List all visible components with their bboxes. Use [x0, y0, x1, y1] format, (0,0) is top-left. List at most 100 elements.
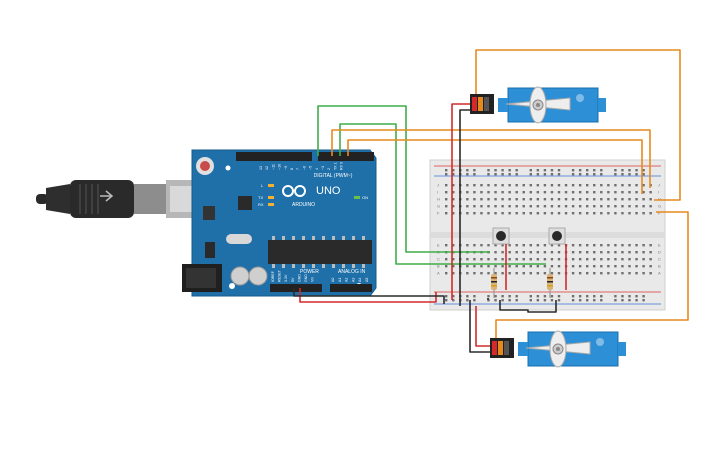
breadboard-hole[interactable]	[564, 198, 568, 201]
breadboard-hole[interactable]	[621, 299, 624, 302]
breadboard-hole[interactable]	[487, 173, 490, 176]
breadboard-hole[interactable]	[487, 265, 490, 268]
breadboard-hole[interactable]	[607, 212, 610, 215]
breadboard-hole[interactable]	[473, 299, 476, 302]
breadboard-hole[interactable]	[586, 299, 589, 302]
breadboard-hole[interactable]	[557, 205, 561, 208]
breadboard-hole[interactable]	[600, 169, 603, 172]
breadboard-hole[interactable]	[557, 265, 561, 268]
breadboard-hole[interactable]	[628, 173, 631, 176]
breadboard-hole[interactable]	[593, 212, 596, 215]
breadboard-hole[interactable]	[621, 244, 624, 247]
breadboard-hole[interactable]	[452, 191, 455, 194]
breadboard-hole[interactable]	[515, 244, 518, 247]
breadboard-hole[interactable]	[466, 198, 469, 201]
breadboard-hole[interactable]	[614, 299, 617, 302]
breadboard-hole[interactable]	[649, 212, 652, 215]
breadboard-hole[interactable]	[578, 244, 582, 247]
breadboard-hole[interactable]	[550, 169, 554, 172]
breadboard-hole[interactable]	[628, 198, 631, 201]
breadboard-hole[interactable]	[487, 198, 490, 201]
breadboard-hole[interactable]	[466, 265, 469, 268]
breadboard-hole[interactable]	[515, 258, 518, 261]
breadboard-hole[interactable]	[536, 205, 540, 208]
breadboard-hole[interactable]	[529, 184, 532, 187]
breadboard-hole[interactable]	[494, 244, 497, 247]
breadboard-hole[interactable]	[536, 169, 540, 172]
breadboard-hole[interactable]	[536, 272, 540, 275]
breadboard-hole[interactable]	[550, 212, 554, 215]
breadboard-hole[interactable]	[550, 205, 554, 208]
breadboard-hole[interactable]	[628, 184, 631, 187]
breadboard-hole[interactable]	[628, 169, 631, 172]
breadboard-hole[interactable]	[614, 198, 617, 201]
breadboard-hole[interactable]	[593, 251, 596, 254]
breadboard-hole[interactable]	[593, 184, 596, 187]
breadboard-hole[interactable]	[578, 184, 582, 187]
breadboard-hole[interactable]	[571, 244, 575, 247]
breadboard-hole[interactable]	[536, 299, 540, 302]
breadboard-hole[interactable]	[501, 184, 504, 187]
breadboard-hole[interactable]	[649, 244, 652, 247]
breadboard-hole[interactable]	[473, 258, 476, 261]
breadboard-hole[interactable]	[621, 205, 624, 208]
breadboard-hole[interactable]	[445, 184, 448, 187]
breadboard-hole[interactable]	[480, 244, 483, 247]
breadboard-hole[interactable]	[635, 169, 638, 172]
breadboard-hole[interactable]	[586, 265, 589, 268]
breadboard-hole[interactable]	[473, 198, 476, 201]
breadboard-hole[interactable]	[571, 265, 575, 268]
breadboard-hole[interactable]	[515, 272, 518, 275]
breadboard-hole[interactable]	[557, 169, 561, 172]
breadboard-hole[interactable]	[536, 173, 540, 176]
breadboard-hole[interactable]	[452, 244, 455, 247]
breadboard-hole[interactable]	[557, 299, 561, 302]
breadboard-hole[interactable]	[536, 184, 540, 187]
breadboard-hole[interactable]	[480, 191, 483, 194]
breadboard-hole[interactable]	[557, 251, 561, 254]
breadboard-hole[interactable]	[642, 299, 645, 302]
breadboard-hole[interactable]	[607, 272, 610, 275]
breadboard-hole[interactable]	[452, 295, 455, 298]
breadboard-hole[interactable]	[571, 191, 575, 194]
breadboard-hole[interactable]	[586, 198, 589, 201]
breadboard-hole[interactable]	[586, 191, 589, 194]
breadboard-hole[interactable]	[522, 191, 525, 194]
breadboard-hole[interactable]	[635, 173, 638, 176]
breadboard-hole[interactable]	[466, 212, 469, 215]
breadboard-hole[interactable]	[452, 212, 455, 215]
breadboard-hole[interactable]	[635, 299, 638, 302]
breadboard-hole[interactable]	[529, 198, 532, 201]
breadboard-hole[interactable]	[649, 205, 652, 208]
breadboard-hole[interactable]	[614, 258, 617, 261]
breadboard-hole[interactable]	[614, 184, 617, 187]
breadboard-hole[interactable]	[586, 184, 589, 187]
breadboard-hole[interactable]	[536, 244, 540, 247]
breadboard-hole[interactable]	[600, 173, 603, 176]
breadboard-hole[interactable]	[501, 212, 504, 215]
breadboard-hole[interactable]	[571, 299, 575, 302]
breadboard-hole[interactable]	[600, 295, 603, 298]
breadboard-hole[interactable]	[473, 173, 476, 176]
breadboard-hole[interactable]	[628, 295, 631, 298]
breadboard-hole[interactable]	[515, 299, 518, 302]
breadboard-hole[interactable]	[494, 173, 497, 176]
breadboard-hole[interactable]	[600, 205, 603, 208]
breadboard-hole[interactable]	[635, 244, 638, 247]
breadboard-hole[interactable]	[628, 251, 631, 254]
breadboard-hole[interactable]	[600, 191, 603, 194]
breadboard-hole[interactable]	[466, 184, 469, 187]
breadboard-hole[interactable]	[522, 198, 525, 201]
breadboard-hole[interactable]	[557, 212, 561, 215]
breadboard-hole[interactable]	[607, 191, 610, 194]
breadboard-hole[interactable]	[543, 173, 547, 176]
breadboard-hole[interactable]	[480, 205, 483, 208]
breadboard-hole[interactable]	[550, 258, 554, 261]
breadboard-hole[interactable]	[578, 299, 582, 302]
breadboard-hole[interactable]	[466, 299, 469, 302]
breadboard-hole[interactable]	[649, 198, 652, 201]
breadboard-hole[interactable]	[600, 244, 603, 247]
breadboard-hole[interactable]	[593, 191, 596, 194]
breadboard-hole[interactable]	[487, 205, 490, 208]
breadboard-hole[interactable]	[501, 295, 504, 298]
